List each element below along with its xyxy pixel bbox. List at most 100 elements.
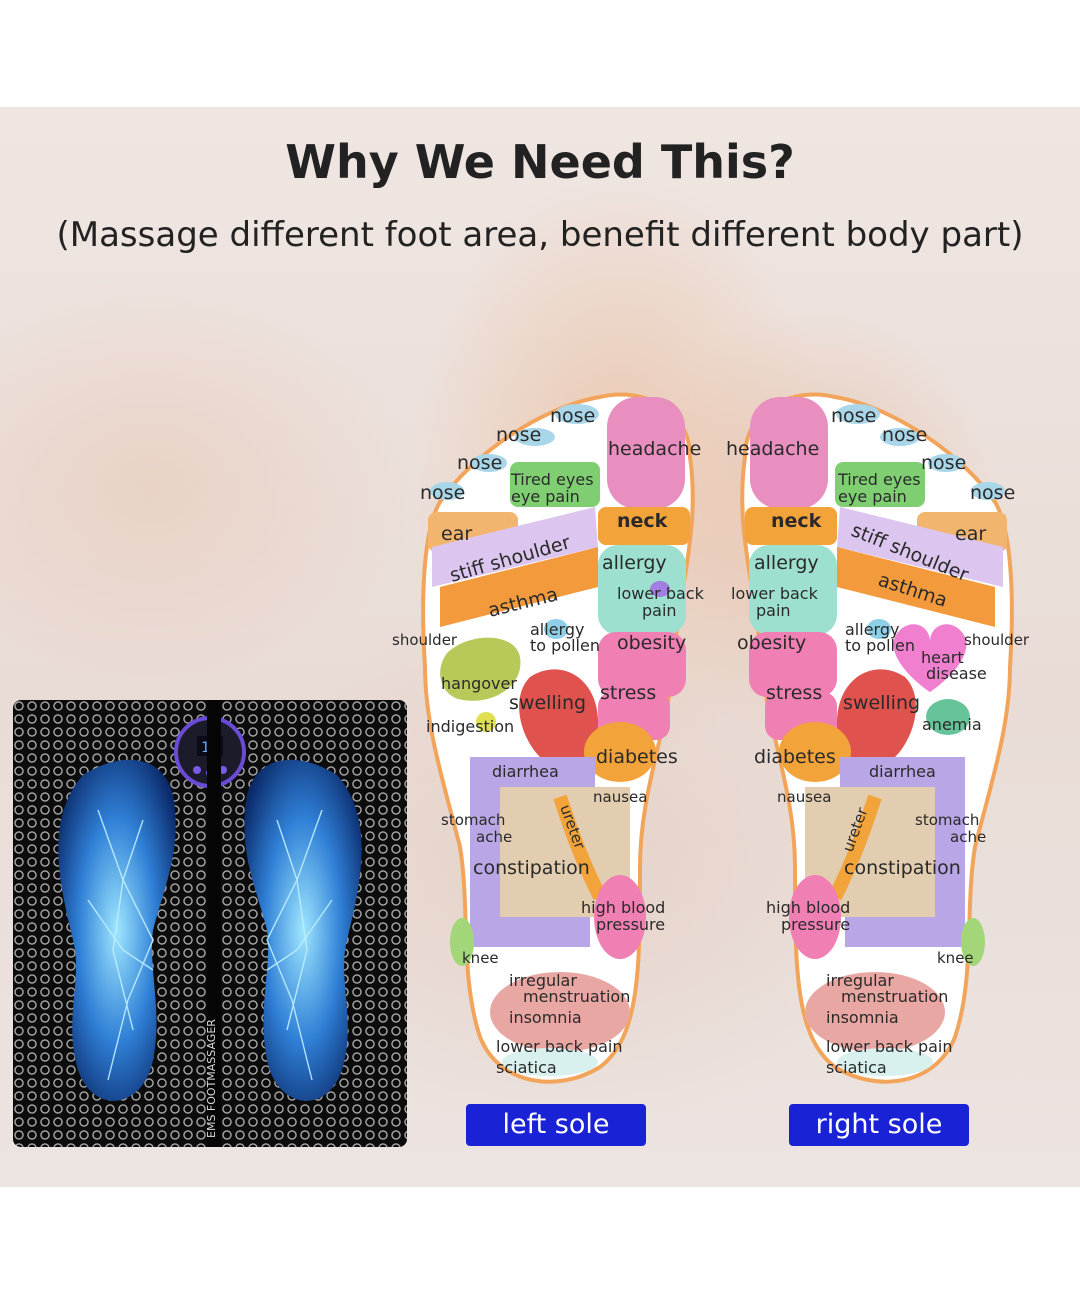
left-sole-button: left sole [466,1104,646,1146]
right-label-lower-back: lower back [731,584,819,603]
right-tired-eyes-zone [835,462,925,507]
right-sole-shape [740,392,1014,1084]
right-foot-glow [244,759,362,1101]
mat-feet-graphic: 18 [58,716,362,1101]
left-label-allergy: allergy [602,552,667,574]
right-label-diarrhea: diarrhea [869,762,936,781]
right-knee-zone [961,918,985,966]
left-toe-nose-2 [515,428,555,446]
right-label-headache: headache [726,438,819,460]
right-label-high-blood: high blood [766,898,850,917]
right-irregular-menstruation-zone [805,972,945,1052]
left-hangover-zone [440,637,521,701]
left-label-eye-pain: eye pain [511,487,580,506]
right-label-nose-4: nose [970,482,1015,504]
left-allergy-zone [598,545,686,635]
left-toe-nose-4 [430,482,464,500]
left-label-stomach: stomach [441,811,505,829]
mat-seam [207,700,221,1147]
left-toe-nose-3 [471,454,507,472]
right-headache-zone [750,397,828,509]
foot-massager-mat: 18 EMS FOOTMASSAGER [13,700,407,1147]
right-high-blood-pressure-zone [789,875,841,959]
left-sole-labels: nose nose nose nose headache Tired eyes … [392,405,705,1077]
left-label-constipation: constipation [473,857,590,879]
left-tired-eyes-zone [510,462,600,507]
left-label-shoulder: shoulder [392,631,458,649]
left-label-stomach-ache: ache [476,828,512,846]
right-label-nose-3: nose [921,452,966,474]
right-label-stomach-ache: ache [950,828,986,846]
right-label-lower-back-pain: pain [756,601,791,620]
left-toe-nose-1 [555,404,599,424]
right-toe-nose-1 [836,404,880,424]
right-label-obesity: obesity [737,632,806,654]
left-label-menstruation: menstruation [523,987,630,1006]
left-label-insomnia: insomnia [509,1008,582,1027]
left-label-tired-eyes: Tired eyes [510,470,594,489]
right-stiff-shoulder-zone [837,507,1003,587]
left-label-nose-2: nose [496,424,541,446]
left-label-ear: ear [441,523,472,545]
right-label-irregular: irregular [826,971,894,990]
right-anemia-zone [926,699,970,735]
left-lower-back-spot [650,581,670,597]
left-label-nose-1: nose [550,405,595,427]
left-label-indigestion: indigestion [426,717,514,736]
page-subtitle: (Massage different foot area, benefit di… [56,215,1024,255]
left-indigestion-spot [476,712,496,732]
left-neck-zone [598,507,690,545]
right-sciatica-zone [837,1048,933,1076]
left-label-diabetes: diabetes [596,746,678,768]
left-label-irregular: irregular [509,971,577,990]
right-label-heart: heart [921,648,964,667]
left-label-allergy-pollen-2: to pollen [530,636,600,655]
right-label-allergy-pollen-2: to pollen [845,636,915,655]
left-label-lower-back-pain-heel: lower back pain [496,1037,622,1056]
left-foot-glow [58,759,176,1101]
left-high-blood-pressure-zone [594,875,646,959]
left-label-hangover: hangover [441,674,517,693]
control-button-minus [193,766,201,774]
right-label-tired-eyes: Tired eyes [837,470,921,489]
right-toe-nose-3 [928,454,964,472]
left-label-high-blood: high blood [581,898,665,917]
left-label-pressure: pressure [596,915,665,934]
right-label-eye-pain: eye pain [838,487,907,506]
left-sciatica-zone [502,1048,598,1076]
left-label-stress: stress [600,682,656,704]
left-label-nose-4: nose [420,482,465,504]
left-stomach-zone [470,757,595,947]
right-label-nose-1: nose [831,405,876,427]
right-toe-nose-2 [880,428,920,446]
left-headache-zone [607,397,685,509]
svg-text:EMS FOOTMASSAGER: EMS FOOTMASSAGER [205,1019,218,1138]
right-label-sciatica: sciatica [826,1058,887,1077]
left-knee-zone [450,918,474,966]
left-allergy-pollen-spot [544,619,568,639]
right-label-allergy-pollen-1: allergy [845,620,899,639]
reflexology-infographic: Why We Need This? (Massage different foo… [0,107,1080,1187]
right-swelling-zone [836,669,916,767]
left-label-diarrhea: diarrhea [492,762,559,781]
right-label-lower-back-pain-heel: lower back pain [826,1037,952,1056]
left-irregular-menstruation-zone [490,972,630,1052]
right-label-constipation: constipation [844,857,961,879]
left-label-obesity: obesity [617,632,686,654]
right-label-heart-disease: disease [926,664,987,683]
right-label-stress: stress [766,682,822,704]
right-neck-zone [745,507,837,545]
left-label-allergy-pollen-1: allergy [530,620,584,639]
right-heart-disease-zone [893,624,967,692]
left-diabetes-zone [584,722,656,782]
left-label-swelling: swelling [509,692,586,714]
right-asthma-zone [837,547,995,627]
right-ureter-zone [828,794,882,901]
right-sole-button: right sole [789,1104,969,1146]
left-label-knee: knee [462,949,499,967]
right-allergy-pollen-spot [867,619,891,639]
left-sole-shape [421,392,695,1084]
left-stiff-shoulder-zone [432,507,598,587]
right-label-nose-2: nose [882,424,927,446]
right-label-knee: knee [937,949,974,967]
